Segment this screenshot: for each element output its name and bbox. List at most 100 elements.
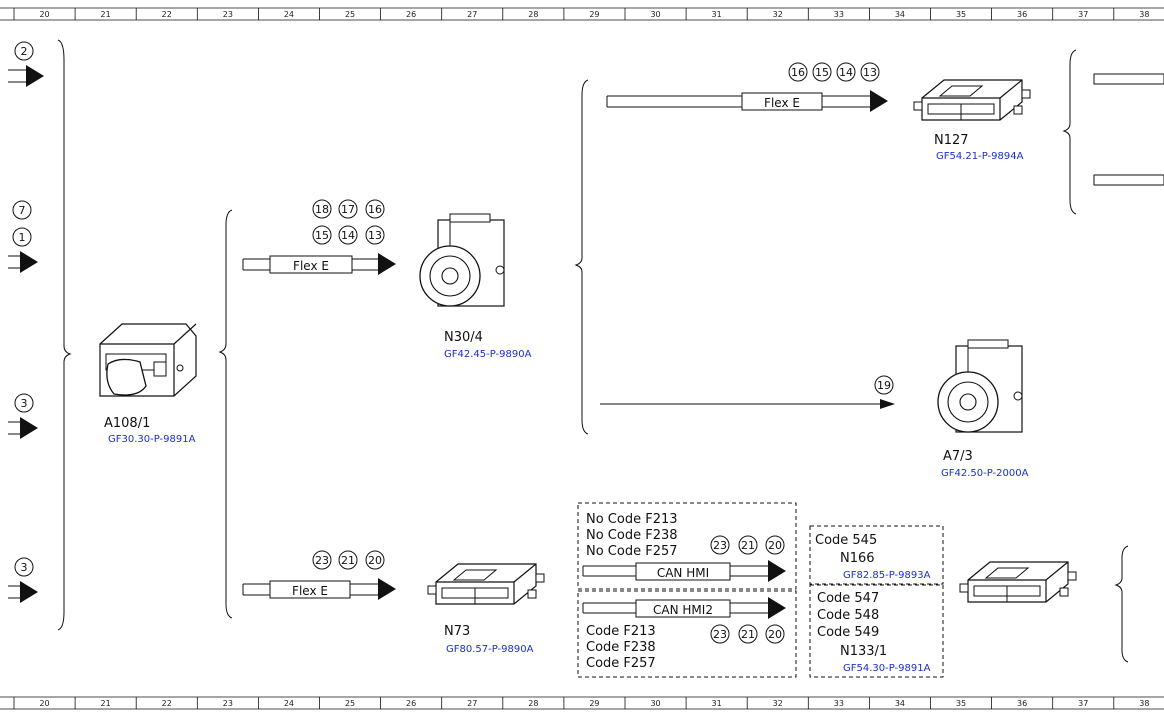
a7-marker: 19 (877, 379, 891, 392)
can-hmi-label: CAN HMI (657, 566, 709, 580)
n73-label: N73 (444, 624, 470, 639)
bus-arrow (768, 560, 786, 582)
ruler-label: 22 (162, 10, 172, 19)
ruler-label: 27 (467, 10, 477, 19)
input-arrow (20, 581, 38, 603)
input-marker-3: 3 (21, 397, 28, 410)
ruler-label: 22 (162, 699, 172, 708)
marker: 20 (768, 628, 782, 641)
marker: 15 (315, 229, 329, 242)
input-group-2: 7 1 (8, 200, 38, 273)
flex-e-bus-n127: Flex E (606, 90, 888, 112)
n133-label: N133/1 (840, 644, 887, 659)
output-stub-1 (1093, 73, 1164, 85)
ruler-label: 36 (1017, 699, 1027, 708)
bus-arrow (768, 597, 786, 619)
code-line: No Code F213 (586, 512, 678, 527)
code-line: No Code F238 (586, 528, 678, 543)
ruler-label: 27 (467, 699, 477, 708)
a108-ref-link[interactable]: GF30.30-P-9891A (108, 434, 196, 445)
marker: 14 (341, 229, 355, 242)
ruler-label: 26 (406, 699, 416, 708)
marker: 23 (713, 539, 727, 552)
code-line: Code 547 (817, 591, 879, 606)
brace-far-right-bottom (1114, 545, 1129, 663)
output-stub-2 (1093, 174, 1164, 186)
ruler-label: 26 (406, 10, 416, 19)
can-hmi2-label: CAN HMI2 (653, 603, 713, 617)
ruler-label: 37 (1078, 10, 1088, 19)
can-hmi2-box (577, 590, 797, 678)
n30-label: N30/4 (444, 330, 483, 345)
code-line: Code F213 (586, 624, 656, 639)
code-line: Code 545 (815, 533, 877, 548)
ruler-label: 23 (223, 10, 233, 19)
brace-left (57, 39, 72, 631)
input-arrow (20, 251, 38, 273)
marker: 13 (863, 66, 877, 79)
n166-label: N166 (840, 551, 875, 566)
ruler-label: 25 (345, 699, 355, 708)
ruler-label: 38 (1139, 10, 1149, 19)
flex-e-label: Flex E (292, 584, 328, 598)
marker: 23 (315, 554, 329, 567)
marker: 18 (315, 203, 329, 216)
ruler-label: 30 (650, 699, 660, 708)
bus-arrow (378, 578, 396, 600)
a108-unit (99, 323, 197, 397)
code-line: Code 549 (817, 625, 879, 640)
n133-ref-link[interactable]: GF54.30-P-9891A (843, 663, 931, 674)
n166-ref-link[interactable]: GF82.85-P-9893A (843, 570, 931, 581)
brace-middle (218, 209, 233, 619)
ruler-label: 24 (284, 699, 294, 708)
n73-ref-link[interactable]: GF80.57-P-9890A (446, 644, 534, 655)
ruler-label: 20 (39, 10, 49, 19)
ruler-label: 21 (101, 699, 111, 708)
marker: 21 (741, 539, 755, 552)
ruler-label: 34 (895, 699, 905, 708)
n127-ref-link[interactable]: GF54.21-P-9894A (936, 151, 1024, 162)
marker: 14 (839, 66, 853, 79)
n73-markers: 23 21 20 (312, 550, 385, 570)
input-group-4: 3 (8, 557, 38, 603)
n30-markers: 18 17 16 15 14 13 (312, 199, 385, 245)
ruler-label: 32 (773, 699, 783, 708)
n127-unit (913, 79, 1031, 121)
code-line: Code F257 (586, 656, 656, 671)
can-hmi2-bus: CAN HMI2 (582, 597, 786, 619)
ruler-label: 23 (223, 699, 233, 708)
n30-unit (419, 213, 505, 307)
ruler-label: 35 (956, 699, 966, 708)
ruler-label: 34 (895, 10, 905, 19)
input-marker-3b: 3 (21, 561, 28, 574)
ruler-label: 24 (284, 10, 294, 19)
can-hmi-box (577, 502, 797, 590)
n30-ref-link[interactable]: GF42.45-P-9890A (444, 349, 532, 360)
marker: 13 (368, 229, 382, 242)
bus-arrow (378, 253, 396, 275)
marker: 21 (341, 554, 355, 567)
a7-ref-link[interactable]: GF42.50-P-2000A (941, 468, 1029, 479)
ruler-label: 35 (956, 10, 966, 19)
ruler-label: 30 (650, 10, 660, 19)
ruler-label: 38 (1139, 699, 1149, 708)
a108-label: A108/1 (104, 416, 150, 431)
ruler-label: 31 (712, 10, 722, 19)
n127-markers: 16 15 14 13 (788, 62, 880, 82)
ruler-label: 31 (712, 699, 722, 708)
input-arrow (26, 65, 44, 87)
a7-label: A7/3 (943, 449, 973, 464)
flex-e-label: Flex E (764, 96, 800, 110)
brace-right-upper (574, 79, 589, 435)
ruler-label: 33 (834, 10, 844, 19)
input-group-3: 3 (8, 393, 38, 439)
ruler-label: 25 (345, 10, 355, 19)
hmi2-markers: 23 21 20 (710, 624, 785, 644)
signal-arrow (880, 399, 895, 409)
n127-label: N127 (934, 133, 969, 148)
ruler-label: 32 (773, 10, 783, 19)
n166-n133-unit (959, 561, 1077, 603)
